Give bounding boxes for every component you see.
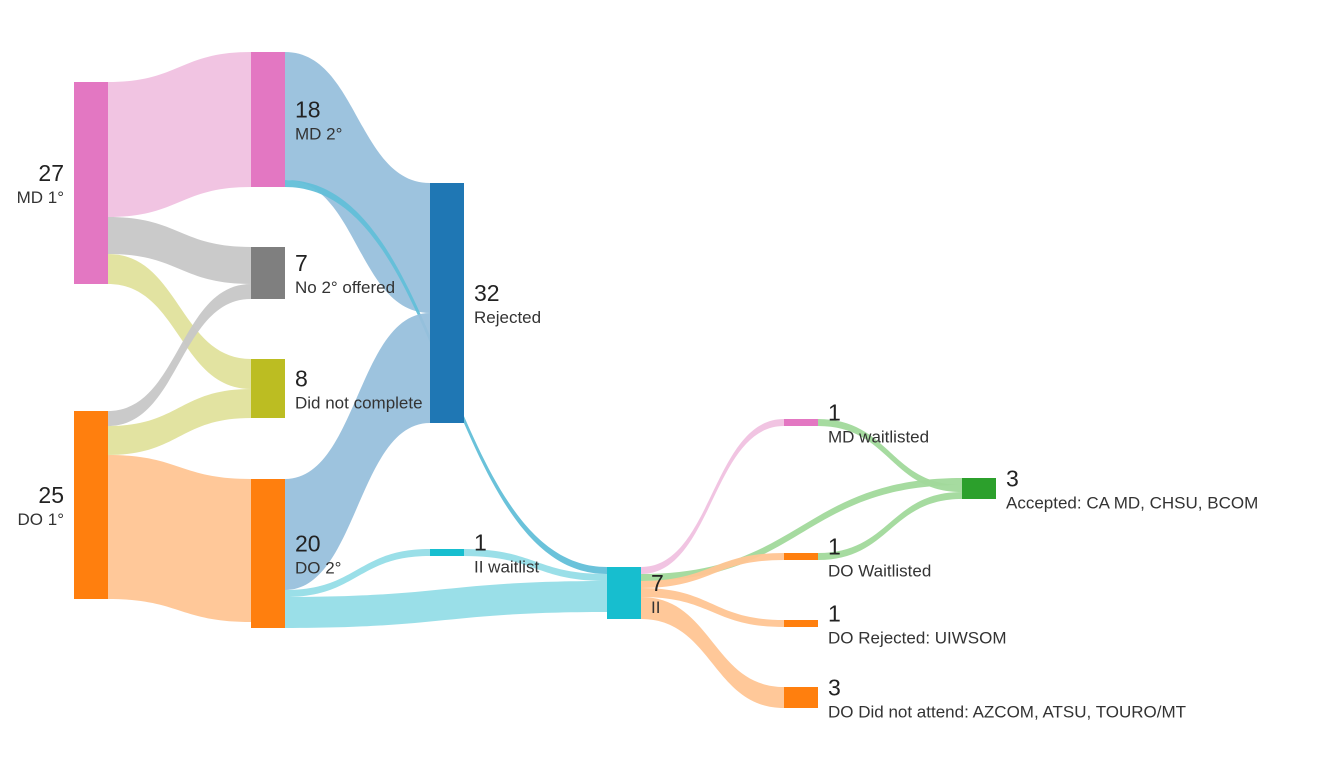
node-md1-label: MD 1° (17, 188, 64, 207)
link-do1-to-dnc[interactable] (108, 389, 251, 455)
node-do2-count: 20 (295, 531, 321, 557)
link-do2-to-ii[interactable] (285, 581, 607, 628)
node-dor-count: 1 (828, 601, 841, 627)
node-iiw[interactable] (430, 549, 464, 556)
nodes-layer (74, 52, 996, 708)
labels-layer: 27 MD 1° 25 DO 1° 18 MD 2° 7 No 2° offered 8Did … (17, 97, 1259, 722)
node-iiw-label: II waitlist (474, 558, 539, 577)
node-do1-count: 25 (38, 482, 64, 508)
node-mdw[interactable] (784, 419, 818, 426)
node-dow-label: DO Waitlisted (828, 562, 931, 581)
link-do1-to-no2[interactable] (108, 284, 251, 426)
node-no2-count: 7 (295, 250, 308, 276)
node-do1[interactable] (74, 411, 108, 599)
node-dor-label: DO Rejected: UIWSOM (828, 629, 1007, 648)
node-dow[interactable] (784, 553, 818, 560)
node-md2-label: MD 2° (295, 125, 342, 144)
node-rej-label: Rejected (474, 308, 541, 327)
node-ii-label: II (651, 598, 660, 617)
link-do1-to-do2[interactable] (108, 455, 251, 622)
node-do2-label: DO 2° (295, 559, 341, 578)
link-md1-to-md2[interactable] (108, 52, 251, 217)
node-md2-count: 18 (295, 97, 321, 123)
node-rej[interactable] (430, 183, 464, 423)
link-md1-to-dnc[interactable] (108, 254, 251, 389)
link-iiw-to-ii[interactable] (464, 549, 607, 581)
node-dod[interactable] (784, 687, 818, 708)
node-dnc-count: 8 (295, 366, 308, 392)
node-acc-label: Accepted: CA MD, CHSU, BCOM (1006, 494, 1258, 513)
node-dow-count: 1 (828, 534, 841, 560)
node-no2-label: No 2° offered (295, 278, 395, 297)
link-do2-to-iiw[interactable] (285, 549, 430, 597)
node-mdw-count: 1 (828, 400, 841, 426)
node-md1[interactable] (74, 82, 108, 284)
link-mdw-to-acc[interactable] (818, 419, 962, 492)
node-do1-label: DO 1° (18, 510, 64, 529)
node-ii[interactable] (607, 567, 641, 619)
link-ii-to-dod[interactable] (641, 597, 784, 708)
node-mdw-label: MD waitlisted (828, 428, 929, 447)
node-acc[interactable] (962, 478, 996, 499)
node-md2[interactable] (251, 52, 285, 187)
link-ii-to-acc[interactable] (641, 478, 962, 581)
link-ii-to-dor[interactable] (641, 588, 784, 627)
node-acc-count: 3 (1006, 466, 1019, 492)
link-ii-to-dow[interactable] (641, 553, 784, 588)
node-dod-count: 3 (828, 675, 841, 701)
link-do2-to-rej[interactable] (285, 313, 430, 590)
link-dow-to-acc[interactable] (818, 492, 962, 560)
link-ii-to-mdw[interactable] (641, 419, 784, 574)
node-ii-count: 7 (651, 570, 664, 596)
node-iiw-count: 1 (474, 530, 487, 556)
link-md2-to-rej[interactable] (285, 52, 430, 313)
link-md1-to-no2[interactable] (108, 217, 251, 284)
node-dor[interactable] (784, 620, 818, 627)
node-md1-count: 27 (38, 160, 64, 186)
node-rej-count: 32 (474, 280, 500, 306)
node-no2[interactable] (251, 247, 285, 299)
node-do2[interactable] (251, 479, 285, 628)
node-dnc-label: Did not complete (295, 394, 423, 413)
node-dnc[interactable] (251, 359, 285, 418)
node-dod-label: DO Did not attend: AZCOM, ATSU, TOURO/MT (828, 703, 1186, 722)
